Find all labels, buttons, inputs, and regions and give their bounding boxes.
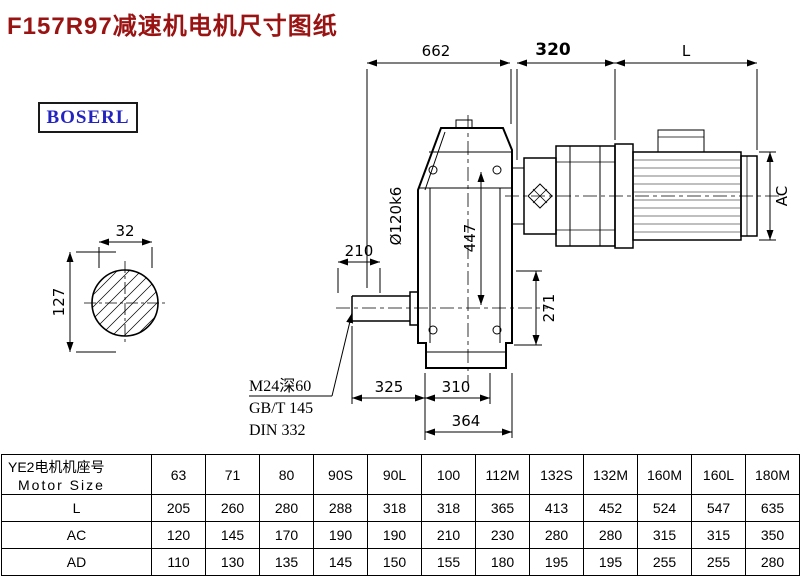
dim-310-label: 310 (442, 378, 471, 396)
dim-447-label: 447 (461, 224, 479, 253)
technical-drawing: 32 127 (50, 40, 791, 440)
cooling-fins (634, 159, 740, 233)
value-cell: 255 (691, 548, 746, 576)
value-cell: 315 (691, 521, 746, 549)
value-cell: 280 (529, 521, 584, 549)
value-cell: 135 (259, 548, 314, 576)
table-row-AD: AD 110 130 135 145 150 155 180 195 195 2… (1, 548, 800, 576)
value-cell: 280 (259, 494, 314, 522)
note-standard-din: DIN 332 (249, 422, 305, 439)
value-cell: 547 (691, 494, 746, 522)
page-title: F157R97减速机电机尺寸图纸 (7, 13, 338, 40)
value-cell: 280 (745, 548, 800, 576)
value-cell: 170 (259, 521, 314, 549)
value-cell: 524 (637, 494, 692, 522)
value-cell: 452 (583, 494, 638, 522)
value-cell: 288 (313, 494, 368, 522)
dim-320: 320 (516, 40, 616, 160)
value-cell: 365 (475, 494, 530, 522)
dim-325-label: 325 (375, 378, 404, 396)
frame-size-column: 132S (529, 454, 584, 495)
value-cell: 230 (475, 521, 530, 549)
frame-size-column: 90L (367, 454, 422, 495)
value-cell: 190 (367, 521, 422, 549)
value-cell: 130 (205, 548, 260, 576)
value-cell: 210 (421, 521, 476, 549)
value-cell: 315 (637, 521, 692, 549)
value-cell: 195 (583, 548, 638, 576)
row-label: AC (1, 521, 152, 549)
motor-side-view (511, 129, 758, 249)
motor-size-header-cn: YE2电机机座号 (8, 458, 105, 475)
table-row-L: L 205 260 280 288 318 318 365 413 452 52… (1, 494, 800, 522)
motor-size-header: YE2电机机座号 Motor Size (1, 454, 152, 495)
dim-127: 127 (50, 251, 116, 353)
value-cell: 280 (583, 521, 638, 549)
frame-size-column: 63 (151, 454, 206, 495)
table-row-AC: AC 120 145 170 190 190 210 230 280 280 3… (1, 521, 800, 549)
value-cell: 120 (151, 521, 206, 549)
note-standard-gb: GB/T 145 (249, 400, 313, 417)
value-cell: 150 (367, 548, 422, 576)
value-cell: 155 (421, 548, 476, 576)
frame-size-column: 80 (259, 454, 314, 495)
dim-32: 32 (98, 222, 153, 268)
dim-210-label: 210 (345, 242, 374, 260)
value-cell: 260 (205, 494, 260, 522)
dim-271-label: 271 (540, 294, 558, 323)
row-label: L (1, 494, 152, 522)
dim-AC: AC (759, 151, 791, 241)
dim-127-label: 127 (50, 288, 68, 317)
value-cell: 195 (529, 548, 584, 576)
value-cell: 413 (529, 494, 584, 522)
note-thread: M24深60 (249, 377, 311, 395)
dim-210: 210 (337, 242, 381, 293)
dim-AC-label: AC (773, 186, 791, 206)
value-cell: 110 (151, 548, 206, 576)
value-cell: 350 (745, 521, 800, 549)
dim-662-label: 662 (422, 42, 451, 60)
dim-L-label: L (682, 42, 691, 60)
centerlines (336, 115, 782, 386)
dim-shaft-diameter-label: Ø120k6 (387, 187, 405, 246)
value-cell: 318 (421, 494, 476, 522)
dim-364-label: 364 (452, 412, 481, 430)
row-label: AD (1, 548, 152, 576)
value-cell: 635 (745, 494, 800, 522)
dim-L: L (615, 42, 758, 150)
dim-32-label: 32 (115, 222, 134, 240)
motor-size-header-en: Motor Size (18, 476, 105, 493)
dim-364: 364 (425, 373, 513, 438)
frame-size-column: 71 (205, 454, 260, 495)
value-cell: 145 (313, 548, 368, 576)
table-header-row: YE2电机机座号 Motor Size 63 71 80 90S 90L 100… (1, 454, 800, 495)
value-cell: 190 (313, 521, 368, 549)
shaft-thread-notes: M24深60 GB/T 145 DIN 332 (249, 312, 354, 439)
frame-size-column: 112M (475, 454, 530, 495)
motor-size-table: YE2电机机座号 Motor Size 63 71 80 90S 90L 100… (1, 454, 800, 576)
frame-size-column: 160L (691, 454, 746, 495)
dim-320-label: 320 (535, 40, 571, 60)
dim-271: 271 (514, 270, 558, 346)
terminal-box (657, 129, 705, 153)
value-cell: 318 (367, 494, 422, 522)
frame-size-column: 160M (637, 454, 692, 495)
value-cell: 180 (475, 548, 530, 576)
gearbox-front-view (417, 119, 513, 369)
output-shaft (351, 291, 419, 326)
frame-size-column: 100 (421, 454, 476, 495)
brand-logo: BOSERL (38, 102, 138, 133)
fan-cover (740, 155, 758, 237)
value-cell: 145 (205, 521, 260, 549)
value-cell: 255 (637, 548, 692, 576)
shaft-key-symbol (527, 183, 553, 209)
value-cell: 205 (151, 494, 206, 522)
frame-size-column: 90S (313, 454, 368, 495)
frame-size-column: 180M (745, 454, 800, 495)
dim-447: 447 (461, 172, 485, 305)
frame-size-column: 132M (583, 454, 638, 495)
dim-325: 325 (351, 326, 425, 404)
shaft-end-centerlines (84, 261, 166, 345)
dim-662: 662 (366, 42, 512, 288)
